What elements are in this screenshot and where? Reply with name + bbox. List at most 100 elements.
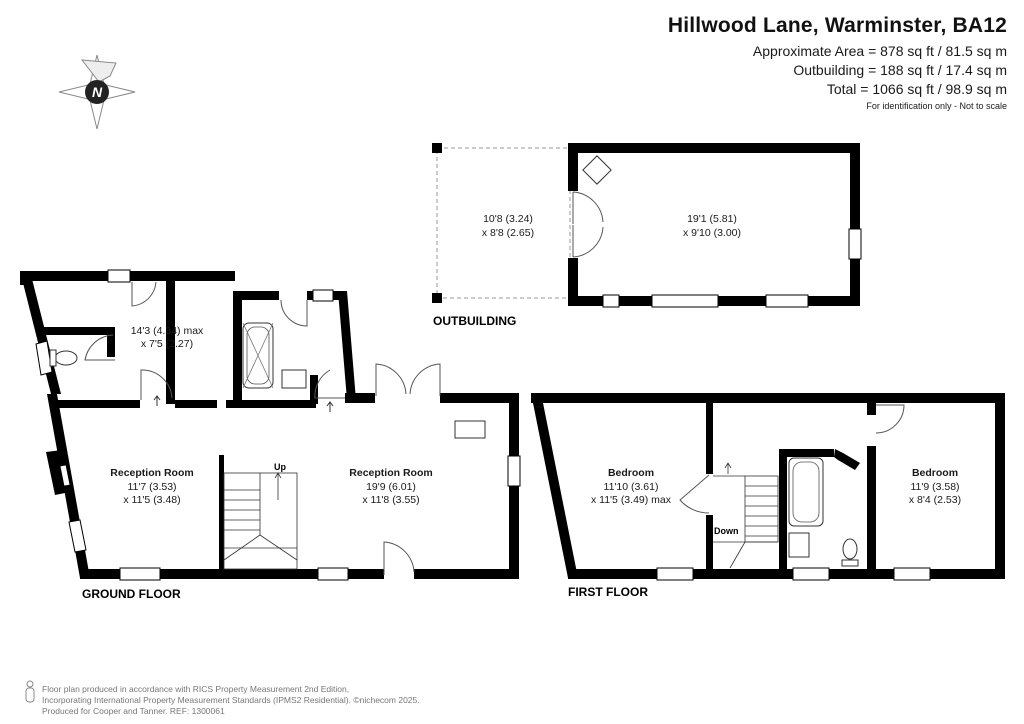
first-floor-wall xyxy=(834,449,860,470)
first-floor-wall xyxy=(779,449,834,457)
door-swing xyxy=(409,363,441,396)
footer-line-1: Floor plan produced in accordance with R… xyxy=(42,684,350,694)
staircase xyxy=(713,462,779,569)
window xyxy=(651,294,719,308)
staircase xyxy=(223,472,298,570)
first-floor-wall xyxy=(706,515,713,575)
person-icon xyxy=(25,680,35,703)
window xyxy=(848,228,862,260)
bedroom-2-name: Bedroom xyxy=(912,467,958,479)
outbuilding-label: OUTBUILDING xyxy=(433,314,516,328)
total-area: Total = 1066 sq ft / 98.9 sq m xyxy=(826,81,1007,97)
outbuilding-open-dim-1: 10'8 (3.24) xyxy=(483,213,533,225)
bedroom-2-dim-1: 11'9 (3.58) xyxy=(910,481,959,493)
ground-floor-wall xyxy=(440,393,519,403)
toilet xyxy=(54,350,78,366)
door-swing xyxy=(375,363,407,396)
outbuilding-main-dim-2: x 9'10 (3.00) xyxy=(683,227,741,239)
reception-room-2-name: Reception Room xyxy=(349,467,432,479)
window xyxy=(656,567,694,581)
outbuilding-plan: 10'8 (3.24) x 8'8 (2.65) 19'1 (5.81) x 9… xyxy=(432,143,862,328)
bath-inner xyxy=(792,461,820,523)
ground-floor-wall xyxy=(226,400,316,408)
first-floor-wall xyxy=(531,393,578,578)
footer: Floor plan produced in accordance with R… xyxy=(42,684,420,717)
outbuilding-post xyxy=(432,143,442,153)
appliance xyxy=(454,420,486,439)
reception-room-1-dim-1: 11'7 (3.53) xyxy=(127,481,176,493)
ground-floor-wall xyxy=(233,291,242,404)
ground-floor-wall xyxy=(310,375,318,404)
window xyxy=(107,269,131,283)
property-title: Hillwood Lane, Warminster, BA12 xyxy=(667,14,1007,37)
first-floor-wall xyxy=(706,400,713,474)
bedroom-1-dim-2: x 11'5 (3.49) max xyxy=(591,494,672,506)
window xyxy=(68,519,87,553)
outbuilding-open-dim-2: x 8'8 (2.65) xyxy=(482,227,534,239)
stairs-up-label: Up xyxy=(274,462,286,472)
window xyxy=(602,294,620,308)
outbuilding-wall xyxy=(568,143,860,153)
ground-floor-label: GROUND FLOOR xyxy=(82,587,181,601)
entry-arrow xyxy=(153,395,161,406)
first-floor-wall xyxy=(867,446,876,575)
reception-room-1-name: Reception Room xyxy=(110,467,193,479)
footer-line-3: Produced for Cooper and Tanner. REF: 130… xyxy=(42,706,225,716)
utility-dim-1: 14'3 (4.34) max xyxy=(131,325,204,337)
first-floor-wall xyxy=(995,393,1005,579)
window xyxy=(119,567,161,581)
ground-floor-wall xyxy=(338,291,356,400)
door-swing xyxy=(140,369,173,400)
outbuilding-wall xyxy=(568,258,578,306)
outbuilding-main-dim-1: 19'1 (5.81) xyxy=(687,213,737,225)
ground-floor-wall xyxy=(414,569,519,579)
door-swing xyxy=(280,299,308,327)
bedroom-2-dim-2: x 8'4 (2.53) xyxy=(909,494,961,506)
ground-floor-wall xyxy=(39,327,115,335)
disclaimer: For identification only - Not to scale xyxy=(866,101,1007,111)
window xyxy=(765,294,809,308)
ground-floor-wall xyxy=(50,400,140,408)
reception-room-2-dim-2: x 11'8 (3.55) xyxy=(362,494,419,506)
utility-dim-2: x 7'5 (2.27) xyxy=(141,338,193,350)
ground-floor-wall xyxy=(345,393,375,403)
bedroom-1-name: Bedroom xyxy=(608,467,654,479)
window xyxy=(35,340,53,376)
window xyxy=(312,289,334,302)
toilet-cistern xyxy=(841,559,859,567)
window xyxy=(507,455,521,487)
basin xyxy=(281,369,307,389)
first-floor-wall xyxy=(867,400,876,415)
outbuilding-post xyxy=(432,293,442,303)
window xyxy=(893,567,931,581)
approximate-area: Approximate Area = 878 sq ft / 81.5 sq m xyxy=(752,43,1007,59)
window xyxy=(792,567,830,581)
first-floor-label: FIRST FLOOR xyxy=(568,585,648,599)
first-floor-plan: Down Bedroom 11'10 (3.61) x 11'5 (3.49) … xyxy=(531,393,1005,599)
reception-room-1-dim-2: x 11'5 (3.48) xyxy=(123,494,180,506)
outbuilding-appliance xyxy=(582,155,612,185)
first-floor-wall xyxy=(531,393,1005,403)
door-swing xyxy=(572,225,604,258)
compass-letter: N xyxy=(92,84,103,100)
stairs-down-label: Down xyxy=(714,526,739,536)
ground-floor-wall xyxy=(219,455,224,573)
outbuilding-area: Outbuilding = 188 sq ft / 17.4 sq m xyxy=(793,62,1007,78)
first-floor-wall xyxy=(779,449,787,574)
fireplace xyxy=(59,464,71,487)
bedroom-1-dim-1: 11'10 (3.61) xyxy=(604,481,659,493)
ground-floor-wall xyxy=(80,569,384,579)
compass-icon: N xyxy=(58,54,136,130)
basin xyxy=(788,532,810,558)
ground-floor-plan: Up 14'3 (4.34) max x 7'5 (2.27) Receptio… xyxy=(20,269,521,601)
ground-floor-wall xyxy=(107,327,115,357)
door-swing xyxy=(314,369,345,399)
toilet xyxy=(842,538,858,560)
toilet-cistern xyxy=(49,349,57,367)
door-swing xyxy=(679,474,710,514)
outbuilding-wall xyxy=(568,143,578,191)
shower-screen xyxy=(242,322,274,389)
door-swing xyxy=(131,281,157,307)
window xyxy=(317,567,349,581)
door-swing xyxy=(84,334,115,361)
